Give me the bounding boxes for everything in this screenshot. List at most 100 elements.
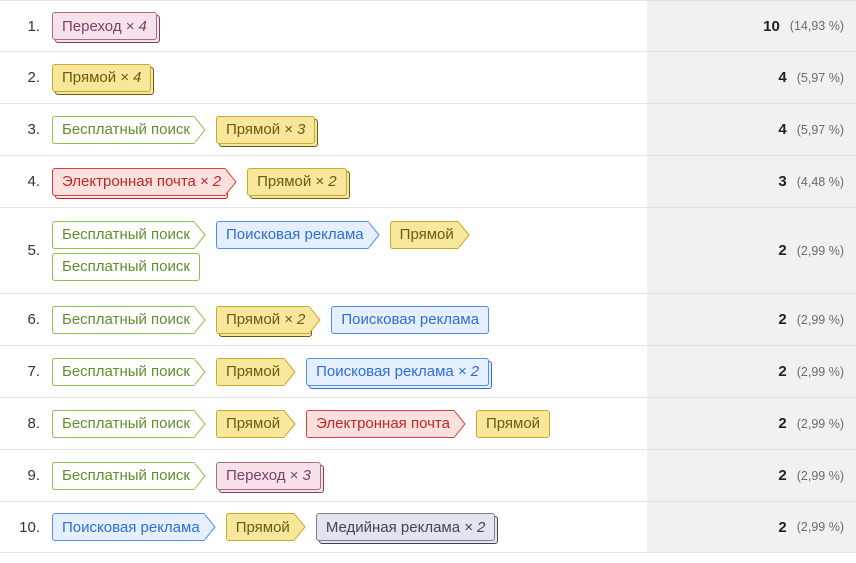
conversions-percent: (14,93 %) [789,19,844,33]
repeat-count: × 2 [315,173,337,190]
channel-label: Переход [225,467,286,484]
conversions-value: 2 [778,467,787,484]
channel-chip-face: Прямой [475,409,551,438]
conversions-cell: 4(5,97 %) [647,104,856,155]
channel-chip-face: Бесплатный поиск [52,461,194,490]
chevron-right-icon [284,357,296,386]
channel-chip[interactable]: Бесплатный поиск [52,409,206,438]
channel-chip[interactable]: Электронная почта× 2 [52,167,237,199]
row-index: 9. [27,467,40,484]
channel-chip[interactable]: Прямой [475,409,551,438]
conversion-path: Бесплатный поиск Переход× 3 [40,450,647,501]
conversions-percent: (5,97 %) [796,70,844,85]
conversions-cell: 3(4,48 %) [647,156,856,207]
channel-label: Бесплатный поиск [62,363,190,380]
channel-chip-face: Электронная почта× 2 [52,167,226,196]
path-line: Переход× 4 [52,12,647,43]
channel-chip[interactable]: Электронная почта [306,409,466,438]
conversion-path: Переход× 4 [40,1,647,51]
table-row: 3. Бесплатный поиск Прямой× 3 4(5,97 %) [0,104,856,156]
row-index: 2. [27,69,40,86]
channel-label: Прямой [485,415,541,432]
channel-label: Прямой [257,173,312,190]
repeat-count: × 2 [457,363,480,380]
channel-chip[interactable]: Бесплатный поиск [52,305,206,334]
channel-chip-face: Прямой [215,357,285,386]
conversions-cell: 2(2,99 %) [647,294,856,345]
channel-chip[interactable]: Прямой× 2 [215,305,322,337]
row-index: 3. [27,121,40,138]
table-row: 7. Бесплатный поиск Прямой Поисковая реклам… [0,346,856,398]
channel-label: Прямой [235,518,290,536]
conversions-percent: (5,97 %) [796,122,844,137]
channel-chip[interactable]: Поисковая реклама [52,513,216,541]
row-index: 8. [27,415,40,432]
channel-label: Бесплатный поиск [62,415,190,432]
channel-chip[interactable]: Прямой [225,513,306,541]
path-line: Бесплатный поиск [52,252,647,281]
chevron-right-icon [193,220,206,249]
channel-chip[interactable]: Поисковая реклама× 2 [306,357,493,389]
path-line: Бесплатный поиск Прямой× 2 Поисковая рекла… [52,305,647,337]
chevron-right-icon [203,513,216,541]
conversion-path: Поисковая реклама Прямой Медийная реклама×… [40,502,647,552]
channel-chip-face: Переход× 4 [52,12,157,40]
conversions-percent: (2,99 %) [796,416,844,431]
channel-chip[interactable]: Прямой [389,220,470,249]
channel-chip[interactable]: Бесплатный поиск [52,252,200,281]
conversions-cell: 2(2,99 %) [647,208,856,293]
channel-chip-face: Прямой [389,220,458,249]
channel-chip-face: Бесплатный поиск [52,115,194,144]
channel-label: Бесплатный поиск [62,226,190,243]
channel-chip-face: Поисковая реклама [52,513,204,541]
channel-chip-face: Прямой× 2 [247,167,347,196]
table-row: 8. Бесплатный поиск Прямой Электронная почт… [0,398,856,450]
channel-chip[interactable]: Прямой× 3 [215,115,319,147]
channel-chip-face: Прямой [215,409,285,438]
channel-chip[interactable]: Поисковая реклама [215,220,380,249]
channel-label: Прямой [225,415,281,432]
chevron-right-icon [193,357,206,386]
repeat-count: × 2 [284,311,306,328]
chevron-right-icon [457,220,470,249]
channel-chip[interactable]: Бесплатный поиск [52,357,206,386]
channel-chip[interactable]: Прямой× 2 [247,167,350,199]
channel-chip[interactable]: Бесплатный поиск [52,220,206,249]
conversions-percent: (2,99 %) [796,468,844,483]
channel-label: Прямой [399,226,454,243]
channel-label: Поисковая реклама [316,363,454,380]
conversions-cell: 4(5,97 %) [647,52,856,103]
conversions-cell: 2(2,99 %) [647,502,856,552]
channel-chip[interactable]: Прямой [215,409,296,438]
channel-chip-face: Переход× 3 [215,461,321,490]
channel-label: Прямой [225,311,281,328]
channel-chip[interactable]: Переход× 3 [215,461,324,493]
channel-chip-face: Медийная реклама× 2 [315,513,496,541]
conversions-value: 2 [778,518,787,536]
channel-label: Поисковая реклама [225,226,364,243]
channel-chip-face: Прямой [225,513,294,541]
channel-chip[interactable]: Медийная реклама× 2 [315,513,499,544]
channel-label: Бесплатный поиск [62,311,190,328]
channel-chip[interactable]: Прямой× 4 [52,63,155,95]
channel-chip[interactable]: Бесплатный поиск [52,461,206,490]
channel-chip[interactable]: Переход× 4 [52,12,160,43]
channel-label: Поисковая реклама [62,518,200,536]
channel-chip-face: Прямой× 3 [215,115,316,144]
table-row: 9. Бесплатный поиск Переход× 3 2 (2,99 %) [0,450,856,502]
channel-chip[interactable]: Прямой [215,357,296,386]
channel-label: Бесплатный поиск [62,121,190,138]
channel-chip[interactable]: Поисковая реклама [331,305,490,334]
conversion-path: Прямой× 4 [40,52,647,103]
row-index: 7. [27,363,40,380]
channel-chip[interactable]: Бесплатный поиск [52,115,206,144]
table-row: 2. Прямой× 4 4(5,97 %) [0,52,856,104]
channel-label: Электронная почта [316,415,450,432]
chevron-right-icon [193,461,206,490]
channel-chip-face: Бесплатный поиск [52,305,194,334]
